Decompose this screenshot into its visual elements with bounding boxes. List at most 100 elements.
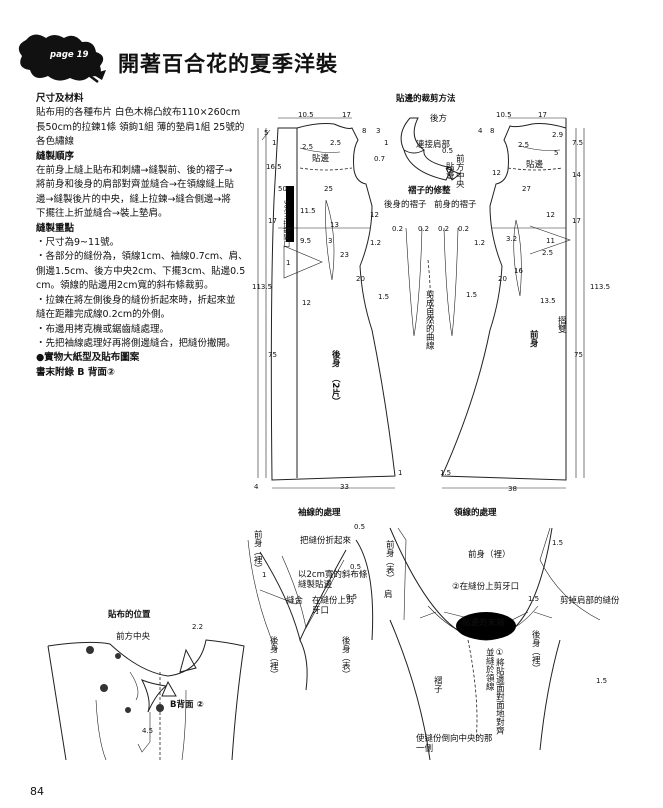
- points-heading: 縫製重點: [36, 222, 75, 234]
- text-line: 貼布用的各種布片 白色木棉凸紋布110×260cm: [36, 107, 241, 119]
- front-dim-1135: 113.5: [590, 283, 611, 291]
- dart-shaping: [405, 227, 459, 337]
- text-line: 下擺往上折並縫合→裝上墊肩。: [36, 208, 168, 220]
- back-dim-13: 13: [330, 221, 339, 229]
- point-text: 側邊1.5cm、後方中央2cm、下擺3cm、貼邊0.5: [36, 265, 246, 277]
- front-dim-15b: 1.5: [440, 469, 452, 477]
- sleeve-bias-label: 以2cm寬的斜布條縫製貼邊: [298, 570, 368, 591]
- applique-front-outline: [47, 639, 245, 761]
- sleeve-seam-label: 縫合: [286, 596, 304, 606]
- back-dim-3b: 3: [328, 237, 333, 245]
- bullet: ・: [36, 251, 46, 263]
- front-dim-12: 12: [492, 169, 501, 177]
- front-dim-12b: 12: [546, 211, 555, 219]
- materials-list: 貼布用的各種布片 白色木棉凸紋布110×260cm 長50cm的拉鍊1條 領鉤1組…: [36, 106, 248, 149]
- front-dim-75: 7.5: [572, 139, 584, 147]
- sleeve-dim-1: 1: [262, 571, 267, 579]
- sewing-order-list: 在前身上縫上貼布和刺繡→縫製前、後的褶子→將前身和後身的肩部對齊並縫合→在領線縫…: [36, 164, 248, 222]
- point-line: ・尺寸為9~11號。: [36, 236, 248, 250]
- page-badge: page 19: [12, 30, 112, 84]
- applique-ref-label: B背面 ②: [170, 700, 204, 710]
- badge-label: page 19: [50, 50, 89, 60]
- front-dim-4: 4: [478, 127, 483, 135]
- back-pattern-piece: [257, 117, 396, 489]
- pattern-ref: 書末附錄 B 背面②: [36, 366, 115, 378]
- sewing-order-heading: 縫製順序: [36, 150, 75, 162]
- neck-fold-center-label: 使縫份倒向中央的那一側: [416, 734, 493, 755]
- point-line: 縫在距離完成線0.2cm的外側。: [36, 308, 248, 322]
- sleeve-front-outer-label: 前身（表）: [384, 540, 395, 583]
- front-dim-135: 13.5: [540, 297, 556, 305]
- dart-dim-a: 0.2: [392, 225, 404, 233]
- dart-curve-label: 剪成自然的曲線: [424, 290, 435, 350]
- dart-title: 褶子的修整: [408, 186, 451, 196]
- sleeve-title: 袖線的處理: [298, 508, 341, 518]
- dart-dim-e: 1.2: [370, 239, 382, 247]
- text-line: 長50cm的拉鍊1條 領鉤1組 薄的墊肩1組 25號的: [36, 121, 245, 133]
- neck-dim-15: 1.5: [552, 539, 564, 547]
- sleeve-front-label: 前身（裡）: [252, 530, 263, 573]
- point-text: 先把袖線處理好再將側邊縫合，把縫份撇開。: [45, 337, 236, 349]
- page-title: 開著百合花的夏季洋裝: [118, 52, 338, 76]
- sleeve-edge-illustration: [247, 539, 374, 691]
- back-dim-5: 5: [264, 129, 269, 137]
- front-facing-label: 貼邊: [526, 160, 544, 170]
- back-dim-17: 17: [268, 217, 277, 225]
- point-line: ・拉鍊在將左側後身的縫份折起來時，折起來並: [36, 294, 248, 308]
- front-dim-15: 1.5: [466, 291, 478, 299]
- neck-title: 領線的處理: [454, 508, 497, 518]
- neck-trim-label: 剪掉肩部的縫份: [560, 596, 620, 606]
- front-dim-w-mid: 17: [538, 111, 547, 119]
- point-line: 側邊1.5cm、後方中央2cm、下擺3cm、貼邊0.5: [36, 265, 248, 279]
- point-text: 縫在距離完成線0.2cm的外側。: [36, 309, 171, 321]
- sleeve-fold-label: 把縫份折起來: [300, 536, 352, 546]
- back-dim-1c: 1: [272, 139, 277, 147]
- dart-dim-f: 1.2: [474, 239, 486, 247]
- facing-back-label: 後方: [430, 114, 448, 124]
- neck-step1-label: ①將貼邊面對面地對齊並縫於領線: [484, 648, 505, 735]
- text-line: 邊→縫製後片的中央，縫上拉鍊→縫合側邊→將: [36, 193, 231, 205]
- page-number: 84: [30, 785, 44, 798]
- front-dim-27: 27: [522, 185, 531, 193]
- front-dim-5: 5: [554, 149, 559, 157]
- dart-back-label: 後身的褶子: [384, 200, 427, 210]
- sleeve-shoulder-label: 肩: [384, 590, 393, 600]
- neck-notch-label: ②在縫份上剪牙口: [452, 582, 520, 592]
- point-text: cm。領線的貼邊用2cm寬的斜布條裁剪。: [36, 280, 214, 292]
- point-line: ・各部分的縫份為，領線1cm、袖線0.7cm、肩、: [36, 250, 248, 264]
- point-text: 尺寸為9~11號。: [45, 237, 120, 249]
- back-dim-95: 9.5: [300, 237, 312, 245]
- front-dim-14: 14: [572, 171, 581, 179]
- back-dim-25b: 2.5: [330, 139, 342, 147]
- dart-dim-b: 0.2: [418, 225, 430, 233]
- facing-front-center-label: 前方中央: [454, 154, 465, 188]
- back-dim-50: 50: [278, 185, 287, 193]
- front-label: 前身: [528, 330, 539, 347]
- dart-dim-c: 0.2: [438, 225, 450, 233]
- front-fold-label: 摺雙: [556, 316, 567, 333]
- point-text: 布邊用拷克機或鋸齒縫處理。: [45, 323, 170, 335]
- neck-dart-label: 褶子: [432, 676, 443, 693]
- front-dim-11: 11: [546, 237, 555, 245]
- point-line: cm。領線的貼邊用2cm寬的斜布條裁剪。: [36, 279, 248, 293]
- sleeve-back-outer-label: 後身（表）: [340, 636, 351, 679]
- neck-back-inner-label: 後身（裡）: [530, 630, 541, 673]
- back-dim-1: 1: [384, 139, 389, 147]
- back-dim-w-mid: 17: [342, 111, 351, 119]
- neck-dim-15b: 1.5: [528, 595, 540, 603]
- materials-heading: 尺寸及材料: [36, 93, 84, 104]
- back-dim-07: 0.7: [374, 155, 386, 163]
- applique-dim-45: 4.5: [142, 727, 154, 735]
- sleeve-dim-05b: 0.5: [350, 563, 362, 571]
- facing-join-label: 連接肩部: [416, 140, 451, 150]
- front-dim-38: 38: [508, 485, 517, 493]
- back-dim-1135: 113.5: [252, 283, 273, 291]
- text-line: 在前身上縫上貼布和刺繡→縫製前、後的褶子→: [36, 165, 233, 177]
- front-dim-25: 2.5: [518, 141, 530, 149]
- applique-front-center-label: 前方中央: [116, 632, 151, 642]
- back-dim-12: 12: [370, 211, 379, 219]
- facing-cut-illustration: [400, 117, 461, 181]
- back-dim-20: 20: [356, 275, 365, 283]
- facing-vertical-label: 貼邊: [444, 162, 455, 179]
